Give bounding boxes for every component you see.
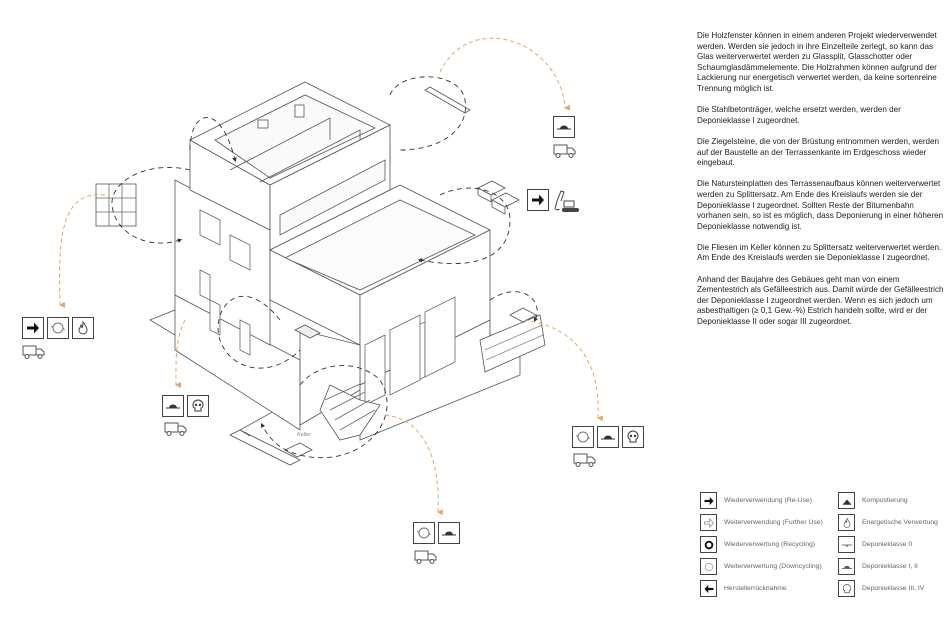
- truck-icon: [164, 422, 187, 436]
- excavator-icon: [554, 190, 579, 212]
- paragraph-holzfenster: Die Holzfenster können in einem anderen …: [697, 31, 937, 93]
- legend-item: Kompostierung: [838, 492, 908, 509]
- truck-icon: [573, 453, 596, 467]
- flame-icon: [72, 317, 94, 339]
- legend-label: Weiterverwendung (Further Use): [724, 519, 823, 526]
- skull-icon: [838, 580, 855, 597]
- legend-label: Kompostierung: [862, 497, 908, 504]
- arrow-right-outline-icon: [700, 514, 717, 531]
- icon-group-bricks: [527, 189, 582, 213]
- landfill-mound-icon: [553, 116, 575, 138]
- legend-item: Weiterverwertung (Downcycling): [700, 558, 822, 575]
- legend-label: Wiederverwertung (Recycling): [724, 541, 816, 548]
- truck-icon: [414, 550, 437, 564]
- arrow-right-filled-icon: [700, 492, 717, 509]
- legend-item: Wiederverwendung (Re-Use): [700, 492, 812, 509]
- legend-item: Wiederverwertung (Recycling): [700, 536, 815, 553]
- landfill-0-icon: [838, 536, 855, 553]
- keller-label: Keller: [297, 432, 312, 438]
- legend-item: Energetische Verwertung: [838, 514, 938, 531]
- recycle-light-icon: [572, 426, 594, 448]
- legend-label: Wiederverwendung (Re-Use): [724, 497, 813, 504]
- icon-group-fliesen: [413, 522, 460, 544]
- paragraph-naturstein: Die Natursteinplatten des Terrassenaufba…: [697, 179, 944, 231]
- truck-icon: [553, 144, 576, 158]
- arrow-left-filled-icon: [700, 580, 717, 597]
- arrow-right-filled-icon: [527, 189, 549, 211]
- recycle-bold-icon: [700, 536, 717, 553]
- legend-label: Weiterverwertung (Downcycling): [724, 563, 822, 570]
- legend-item: Herstellerrücknahme: [700, 580, 787, 597]
- legend-label: Deponieklasse 0: [862, 541, 913, 548]
- legend-item: Weiterverwendung (Further Use): [700, 514, 823, 531]
- icon-group-stahlbeton: [162, 395, 209, 417]
- skull-icon: [187, 395, 209, 417]
- recycle-light-icon: [47, 317, 69, 339]
- paragraph-estrich: Anhand der Baujahre des Gebäues geht man…: [697, 274, 944, 327]
- legend-item: Deponieklasse I, II: [838, 558, 918, 575]
- legend-label: Deponieklasse III, IV: [862, 585, 925, 592]
- landfill-mound-icon: [438, 522, 460, 544]
- compost-icon: [838, 492, 855, 509]
- description-text: Die Holzfenster können in einem anderen …: [697, 31, 947, 338]
- landfill-mound-icon: [162, 395, 184, 417]
- icon-group-natursteinplatten: [572, 426, 644, 448]
- paragraph-fliesen: Die Fliesen im Keller können zu Splitter…: [697, 242, 942, 263]
- landfill-mound-icon: [838, 558, 855, 575]
- legend-label: Deponieklasse I, II: [862, 563, 918, 570]
- icon-group-windows: [22, 317, 94, 339]
- paragraph-stahlbeton: Die Stahlbetonträger, welche ersetzt wer…: [697, 105, 901, 125]
- flame-icon: [838, 514, 855, 531]
- legend-label: Herstellerrücknahme: [724, 585, 787, 592]
- recycle-light-icon: [413, 522, 435, 544]
- arrow-right-filled-icon: [22, 317, 44, 339]
- icon-group-beam: [553, 116, 575, 138]
- landfill-mound-icon: [597, 426, 619, 448]
- skull-icon: [622, 426, 644, 448]
- recycle-light-icon: [700, 558, 717, 575]
- truck-icon: [22, 345, 45, 359]
- building-outline: [95, 81, 546, 466]
- paragraph-ziegel: Die Ziegelsteine, die von der Brüstung e…: [697, 136, 940, 168]
- legend-item: Deponieklasse 0: [838, 536, 912, 553]
- legend-label: Energetische Verwertung: [862, 519, 938, 526]
- legend-item: Deponieklasse III, IV: [838, 580, 924, 597]
